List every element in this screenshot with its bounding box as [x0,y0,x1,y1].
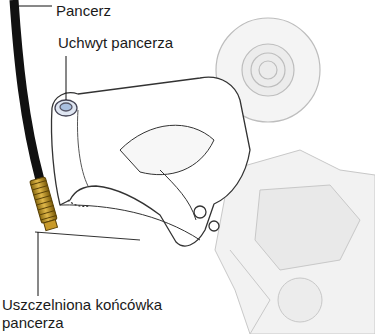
part-label: Uchwyt pancerza [58,34,258,52]
part-label: Uszczelniona końcówka pancerza [2,296,192,332]
derailleur-arm [51,77,250,246]
ferrule-rib [32,186,47,190]
edge-line [35,232,140,240]
sealed-ferrule [30,177,60,231]
ferrule-rib [38,206,53,210]
ferrule-rib [37,201,52,205]
cable-housing [14,0,40,180]
ferrule-rib [31,181,46,185]
ferrule-rib [35,196,50,200]
ferrule-rib [41,216,56,220]
ferrule-rib [34,191,49,195]
ferrule-rib [39,211,54,215]
part-label: Pancerz [56,2,256,20]
